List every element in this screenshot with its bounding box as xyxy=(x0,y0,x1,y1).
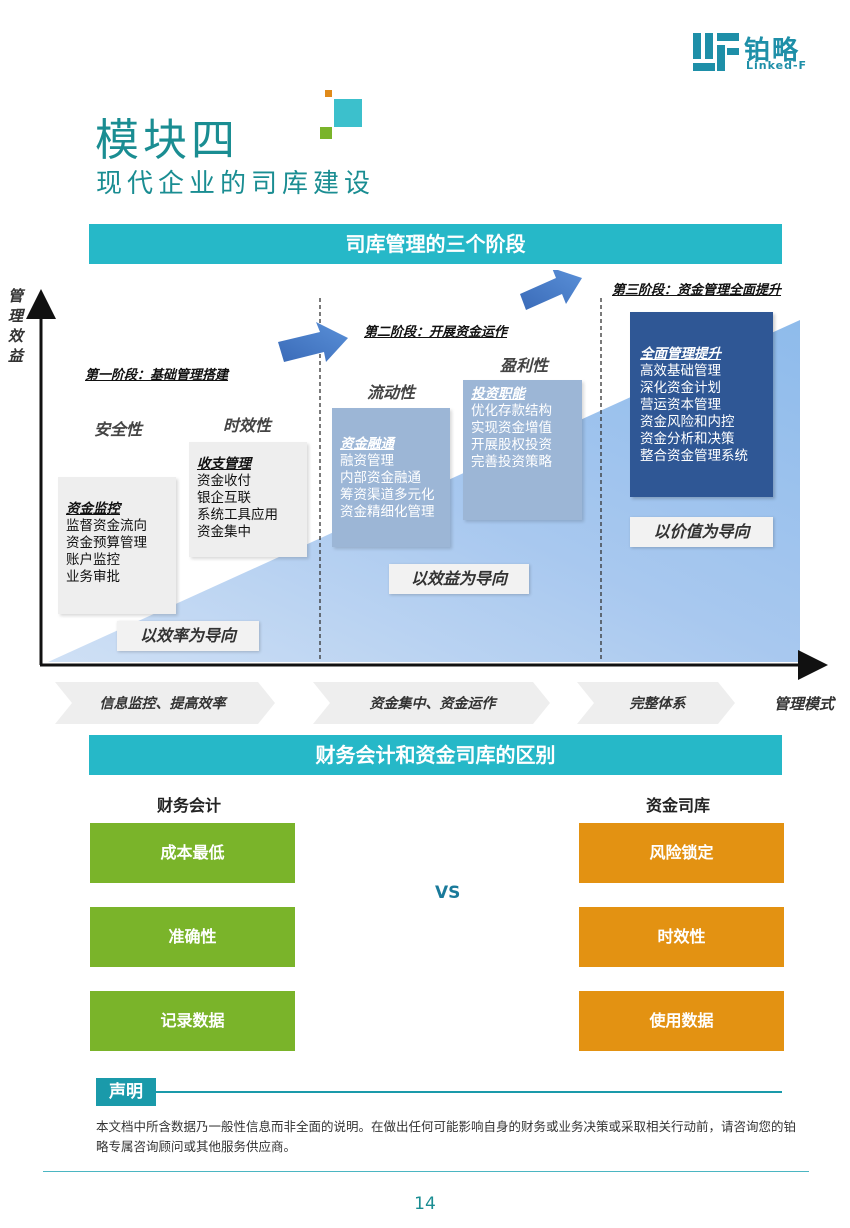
box-item: 营运资本管理 xyxy=(640,397,721,413)
x-axis-label: 管理模式 xyxy=(774,695,835,713)
box-item: 资金风险和内控 xyxy=(640,414,735,430)
module-subtitle: 现代企业的司库建设 xyxy=(96,169,376,199)
stage1-prop-safety: 安全性 xyxy=(94,420,143,439)
mode-text-2: 资金集中、资金运作 xyxy=(369,696,496,712)
stage3-orientation: 以价值为导向 xyxy=(630,517,773,547)
box-item: 内部资金融通 xyxy=(340,470,421,486)
box-heading: 投资职能 xyxy=(471,386,525,402)
box-heading: 资金监控 xyxy=(66,501,120,517)
brand-name: 铂略 xyxy=(744,36,801,66)
stage2-box-investment: 投资职能 优化存款结构 实现资金增值 开展股权投资 完善投资策略 xyxy=(463,380,582,520)
stage-arrow-2 xyxy=(520,270,582,310)
mode-chevron-3 xyxy=(577,682,735,724)
stage-arrow-1 xyxy=(278,322,348,362)
accounting-item-2: 准确性 xyxy=(90,907,295,967)
treasury-item-3: 使用数据 xyxy=(579,991,784,1051)
box-item: 实现资金增值 xyxy=(471,420,552,436)
stage2-orientation: 以效益为导向 xyxy=(389,564,529,594)
box-item: 监督资金流向 xyxy=(66,518,147,534)
mode-chevron-2 xyxy=(313,682,550,724)
y-axis-label: 管理效益 xyxy=(8,287,24,365)
box-item: 账户监控 xyxy=(66,552,120,568)
accounting-item-3: 记录数据 xyxy=(90,991,295,1051)
box-item: 银企互联 xyxy=(197,490,251,506)
box-item: 整合资金管理系统 xyxy=(640,448,748,464)
accounting-item-1: 成本最低 xyxy=(90,823,295,883)
box-item: 资金预算管理 xyxy=(66,535,147,551)
decor-square-green xyxy=(320,127,332,139)
treasury-item-2: 时效性 xyxy=(579,907,784,967)
box-item: 资金收付 xyxy=(197,473,251,489)
decor-square-orange xyxy=(325,90,332,97)
box-item: 资金分析和决策 xyxy=(640,431,735,447)
stage2-box-financing: 资金融通 融资管理 内部资金融通 筹资渠道多元化 资金精细化管理 xyxy=(332,408,450,547)
declaration-title: 声明 xyxy=(96,1078,156,1106)
treasury-item-1: 风险锁定 xyxy=(579,823,784,883)
brand-name-en: Linked-F xyxy=(746,59,808,72)
stage1-label: 第一阶段：基础管理搭建 xyxy=(85,368,229,383)
box-heading: 全面管理提升 xyxy=(640,346,721,362)
box-item: 高效基础管理 xyxy=(640,363,721,379)
box-heading: 资金融通 xyxy=(340,436,394,452)
stages-header: 司库管理的三个阶段 xyxy=(89,224,782,264)
comparison-header: 财务会计和资金司库的区别 xyxy=(89,735,782,775)
box-item: 融资管理 xyxy=(340,453,394,469)
module-title: 模块四 xyxy=(95,115,239,166)
mode-chevron-1 xyxy=(55,682,275,724)
stage3-box-comprehensive: 全面管理提升 高效基础管理 深化资金计划 营运资本管理 资金风险和内控 资金分析… xyxy=(630,312,773,497)
brand-logo-icon xyxy=(693,33,739,71)
decor-square-teal xyxy=(334,99,362,127)
box-item: 资金集中 xyxy=(197,524,251,540)
footer-divider xyxy=(43,1171,809,1172)
versus-label: VS xyxy=(435,883,461,903)
left-column-title: 财务会计 xyxy=(157,796,222,815)
box-item: 开展股权投资 xyxy=(471,437,552,453)
stage3-label: 第三阶段：资金管理全面提升 xyxy=(612,283,782,298)
stage2-label: 第二阶段：开展资金运作 xyxy=(364,325,508,340)
mode-text-1: 信息监控、提高效率 xyxy=(99,696,226,712)
declaration-divider xyxy=(96,1091,782,1093)
box-item: 完善投资策略 xyxy=(471,454,552,470)
box-item: 优化存款结构 xyxy=(471,403,552,419)
stage2-prop-profitability: 盈利性 xyxy=(500,356,549,375)
box-heading: 收支管理 xyxy=(197,456,251,472)
stage1-prop-timeliness: 时效性 xyxy=(223,416,272,435)
stage1-box-monitoring: 资金监控 监督资金流向 资金预算管理 账户监控 业务审批 xyxy=(58,477,176,614)
stage2-prop-liquidity: 流动性 xyxy=(367,383,416,402)
right-column-title: 资金司库 xyxy=(646,796,711,815)
stage1-orientation: 以效率为导向 xyxy=(117,621,259,651)
box-item: 筹资渠道多元化 xyxy=(340,487,435,503)
box-item: 系统工具应用 xyxy=(197,507,278,523)
box-item: 深化资金计划 xyxy=(640,380,721,396)
mode-text-3: 完整体系 xyxy=(629,696,686,712)
box-item: 资金精细化管理 xyxy=(340,504,435,520)
stage1-box-payments: 收支管理 资金收付 银企互联 系统工具应用 资金集中 xyxy=(189,442,307,557)
box-item: 业务审批 xyxy=(66,569,120,585)
page-number: 14 xyxy=(414,1194,436,1214)
declaration-text: 本文档中所含数据乃一般性信息而非全面的说明。在做出任何可能影响自身的财务或业务决… xyxy=(96,1119,797,1154)
